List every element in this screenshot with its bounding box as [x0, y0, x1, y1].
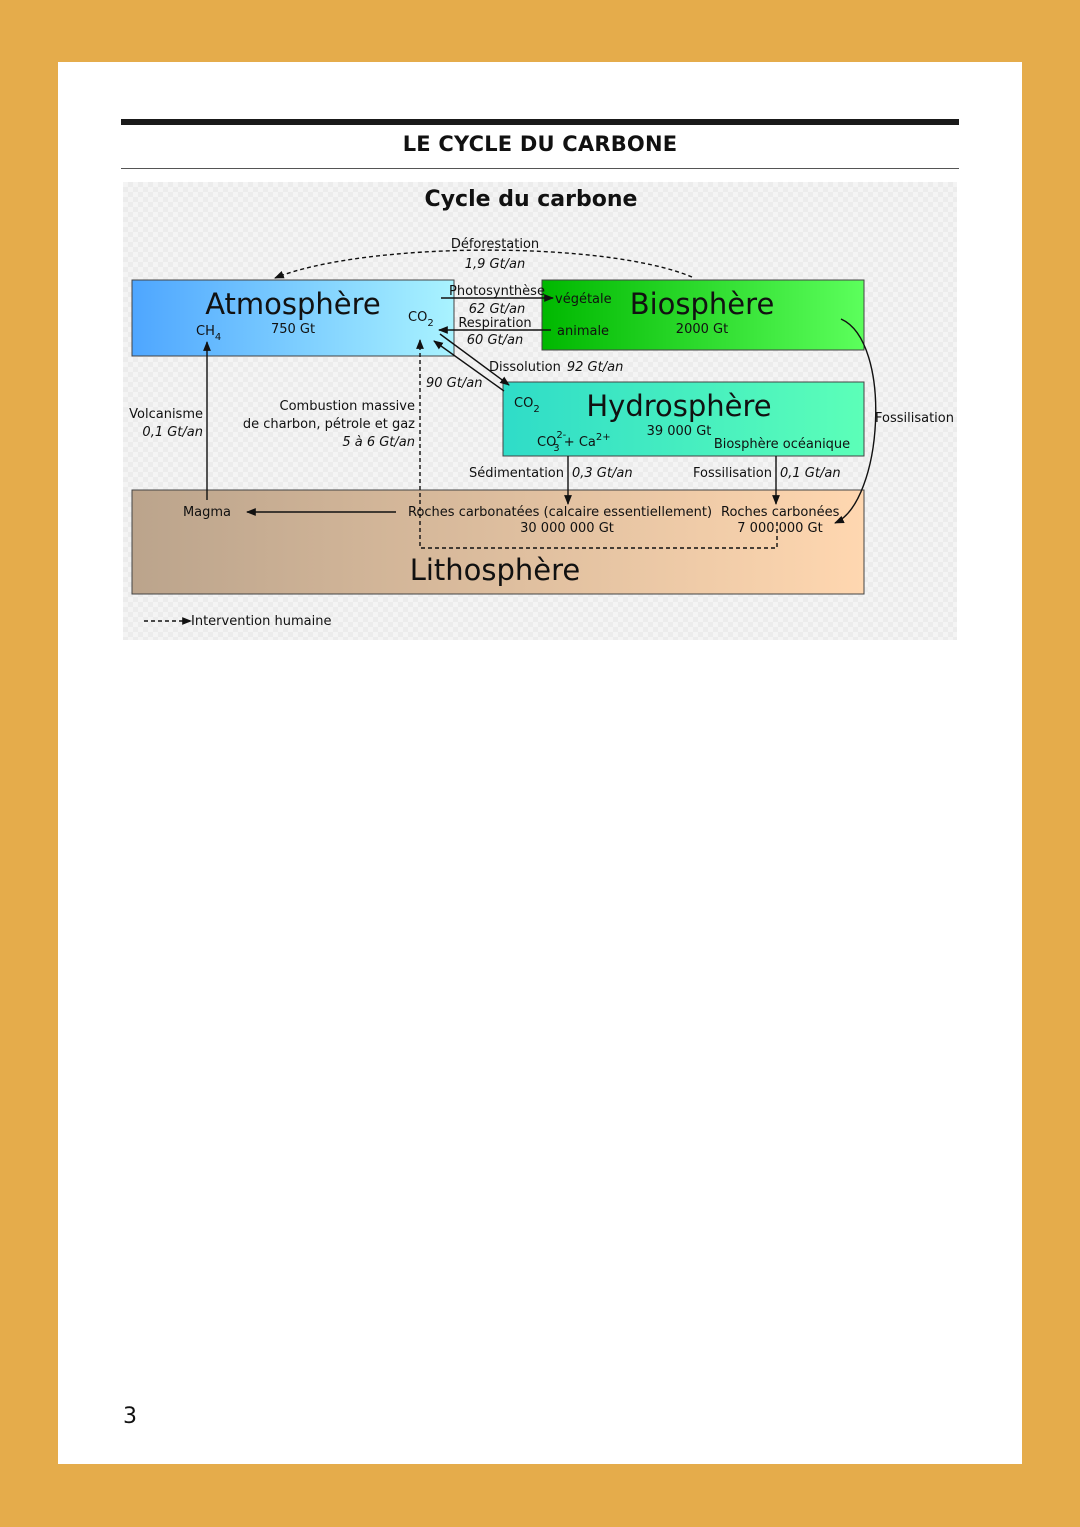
lithosphere-magma: Magma — [183, 505, 231, 520]
header-rule-thin — [121, 168, 959, 169]
lithosphere-box — [131, 489, 865, 595]
hydrosphere-oceanic: Biosphère océanique — [714, 437, 850, 452]
lithosphere-roches-carbonatees-amount: 30 000 000 Gt — [520, 521, 614, 536]
hydrosphere-carbonate: CO2-3 + Ca2+ — [537, 430, 611, 454]
hydrosphere-name: Hydrosphère — [586, 389, 771, 423]
diagram-title: Cycle du carbone — [425, 187, 638, 212]
degassing-value: 90 Gt/an — [426, 376, 482, 391]
fossilisation-land-label: Fossilisation — [875, 411, 954, 426]
lithosphere-roches-carbonees-amount: 7 000 000 Gt — [737, 521, 822, 536]
combustion-arrow — [416, 339, 778, 549]
volcanisme-value: 0,1 Gt/an — [142, 425, 203, 440]
document-page: LE CYCLE DU CARBONE — [58, 62, 1022, 1464]
atmosphere-amount: 750 Gt — [271, 322, 315, 337]
hydrosphere-co2: CO2 — [514, 396, 540, 415]
photosynthese-value: 62 Gt/an — [469, 302, 525, 317]
biosphere-amount: 2000 Gt — [676, 322, 728, 337]
combustion-label-2: de charbon, pétrole et gaz — [243, 417, 415, 432]
deforestation-value: 1,9 Gt/an — [465, 257, 526, 272]
lithosphere-name: Lithosphère — [410, 553, 581, 587]
deforestation-label: Déforestation — [451, 237, 539, 252]
page-title: LE CYCLE DU CARBONE — [402, 132, 678, 156]
hydrosphere-amount: 39 000 Gt — [647, 424, 712, 439]
atmosphere-co2: CO2 — [408, 310, 434, 329]
page-number: 3 — [123, 1404, 137, 1429]
biosphere-name: Biosphère — [630, 287, 775, 321]
legend-label: Intervention humaine — [191, 614, 331, 629]
lithosphere-roches-carbonatees: Roches carbonatées (calcaire essentielle… — [408, 505, 712, 520]
biosphere-animale: animale — [557, 324, 609, 339]
atmosphere-ch4: CH4 — [196, 324, 221, 343]
lithosphere-roches-carbonees: Roches carbonées — [721, 505, 840, 520]
photosynthese-label: Photosynthèse — [449, 284, 545, 299]
carbon-cycle-svg: Cycle du carbone Atmosphère 750 Gt CH4 C… — [129, 187, 954, 629]
respiration-label: Respiration — [458, 316, 531, 331]
fossilisation-ocean-value: 0,1 Gt/an — [780, 466, 841, 481]
respiration-value: 60 Gt/an — [467, 333, 523, 348]
dissolution-arrow — [439, 333, 510, 386]
fossilisation-ocean-label: Fossilisation — [693, 466, 772, 481]
degassing-arrow — [433, 340, 505, 392]
biosphere-box — [541, 279, 865, 351]
combustion-value: 5 à 6 Gt/an — [342, 435, 415, 450]
hydrosphere-box — [502, 381, 865, 457]
header-rule-thick — [121, 119, 959, 125]
biosphere-vegetale: végétale — [555, 292, 612, 307]
combustion-label-1: Combustion massive — [280, 399, 415, 414]
volcanisme-label: Volcanisme — [129, 407, 203, 422]
carbon-cycle-diagram: Cycle du carbone Atmosphère 750 Gt CH4 C… — [123, 182, 957, 640]
atmosphere-name: Atmosphère — [205, 287, 381, 321]
sedimentation-label: Sédimentation — [469, 466, 564, 481]
atmosphere-box — [131, 279, 455, 357]
sedimentation-value: 0,3 Gt/an — [572, 466, 633, 481]
fossilisation-land-arrow — [834, 318, 877, 524]
deforestation-arrow — [274, 249, 693, 279]
